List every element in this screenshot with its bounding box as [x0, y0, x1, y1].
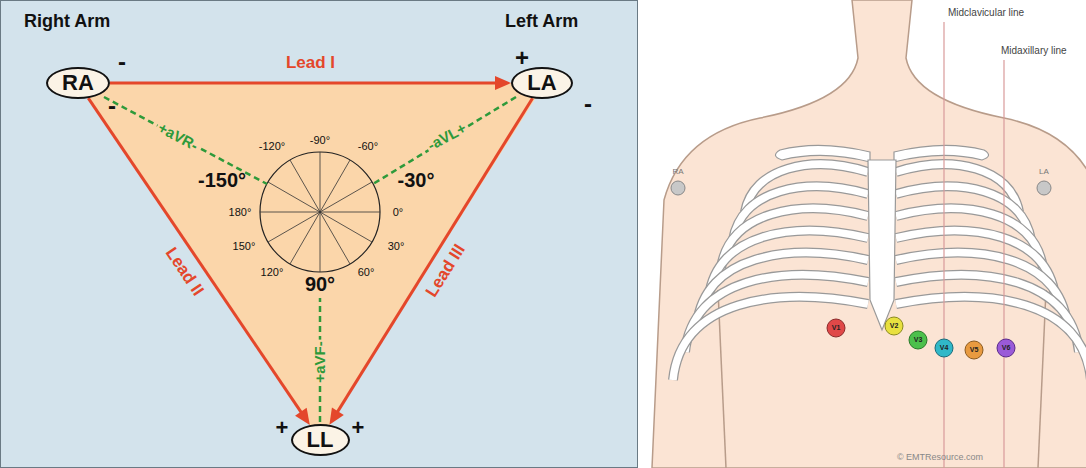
axis-degree: 180° [229, 206, 252, 218]
polarity-sign: - [584, 91, 592, 117]
limb-heading: Right Arm [24, 12, 110, 32]
axis-wheel [260, 152, 380, 272]
axis-degree: 90° [305, 273, 335, 295]
lead-label: Lead I [286, 54, 335, 73]
electrode-label: LL [307, 429, 334, 451]
axis-degree: -120° [259, 140, 285, 152]
polarity-sign: - [108, 93, 116, 119]
augmented-leads [104, 97, 516, 422]
lead-arrow [110, 76, 511, 90]
einthoven-triangle [78, 83, 545, 440]
polarity-sign: + [515, 45, 529, 71]
limb-heading: Left Arm [505, 12, 578, 32]
lead-arrow [329, 98, 532, 425]
axis-degree: -150° [198, 169, 246, 191]
chest-electrode-label: V4 [940, 344, 949, 352]
chest-electrode-label: V1 [832, 324, 841, 332]
chest-electrode-label: V6 [1002, 344, 1011, 352]
electrode-node: LA [511, 67, 573, 99]
electrode-label: LA [527, 72, 556, 94]
limb-electrode-label: LA [1039, 168, 1049, 177]
axis-degree: 0° [393, 206, 404, 218]
chest-electrode-label: V5 [970, 346, 979, 354]
axis-degree: -90° [310, 134, 330, 146]
axis-degree: 120° [261, 266, 284, 278]
guide-line-label: Midaxillary line [999, 45, 1069, 56]
polarity-sign: + [276, 416, 289, 440]
chest-electrode-label: V3 [914, 336, 923, 344]
lead-arrow [88, 98, 310, 425]
copyright-note: © EMTResource.com [897, 453, 983, 463]
electrode-node: LL [291, 424, 350, 456]
electrode-node: RA [46, 67, 110, 99]
axis-degree: 150° [233, 240, 256, 252]
limb-electrode-label: RA [672, 168, 683, 177]
torso [652, 0, 1086, 468]
polarity-sign: + [352, 416, 365, 440]
electrode-label: RA [62, 72, 94, 94]
axis-degree: -60° [358, 140, 378, 152]
polarity-sign: - [118, 49, 126, 75]
axis-degree: 30° [388, 240, 405, 252]
guide-line-label: Midclavicular line [948, 7, 1024, 18]
chest-electrode-label: V2 [890, 322, 899, 330]
axis-degree: -30° [398, 169, 435, 191]
axis-degree: 60° [358, 266, 375, 278]
augmented-lead-label: +aVF- [312, 339, 329, 384]
